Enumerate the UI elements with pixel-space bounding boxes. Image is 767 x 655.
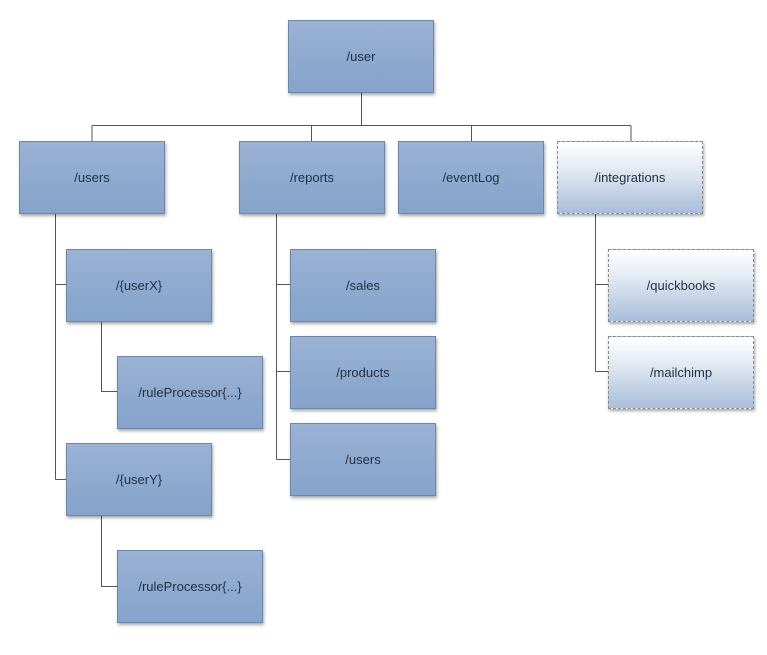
node-label: /users bbox=[74, 170, 110, 185]
connector-userX bbox=[101, 321, 117, 392]
node-label: /users bbox=[345, 452, 381, 467]
connector-users bbox=[55, 213, 66, 480]
node-label: /sales bbox=[346, 278, 380, 293]
node-integrations: /integrations bbox=[557, 141, 703, 214]
node-label: /products bbox=[336, 365, 390, 380]
node-label: /integrations bbox=[594, 170, 666, 185]
node-label: /{userX} bbox=[115, 278, 163, 293]
node-usery: /{userY} bbox=[66, 443, 212, 516]
node-user: /user bbox=[288, 20, 434, 93]
node-label: /eventLog bbox=[442, 170, 500, 185]
connector-userY bbox=[101, 515, 117, 587]
node-reports: /reports bbox=[239, 141, 385, 214]
node-label: /quickbooks bbox=[646, 278, 716, 293]
node-label: /ruleProcessor{...} bbox=[138, 385, 242, 400]
node-userx: /{userX} bbox=[66, 249, 212, 322]
node-eventlog: /eventLog bbox=[398, 141, 544, 214]
node-mailchimp: /mailchimp bbox=[608, 336, 754, 409]
node-label: /{userY} bbox=[115, 472, 163, 487]
node-label: /mailchimp bbox=[649, 365, 713, 380]
node-report-users: /users bbox=[290, 423, 436, 496]
node-products: /products bbox=[290, 336, 436, 409]
node-sales: /sales bbox=[290, 249, 436, 322]
node-label: /user bbox=[346, 49, 376, 64]
node-quickbooks: /quickbooks bbox=[608, 249, 754, 322]
node-ruleprocessor-x: /ruleProcessor{...} bbox=[117, 356, 263, 429]
node-label: /ruleProcessor{...} bbox=[138, 579, 242, 594]
connector-reports bbox=[276, 213, 291, 460]
node-ruleprocessor-y: /ruleProcessor{...} bbox=[117, 550, 263, 623]
connector-integrations bbox=[595, 213, 609, 372]
node-label: /reports bbox=[289, 170, 335, 185]
connector-root bbox=[91, 93, 632, 141]
node-users: /users bbox=[19, 141, 165, 214]
